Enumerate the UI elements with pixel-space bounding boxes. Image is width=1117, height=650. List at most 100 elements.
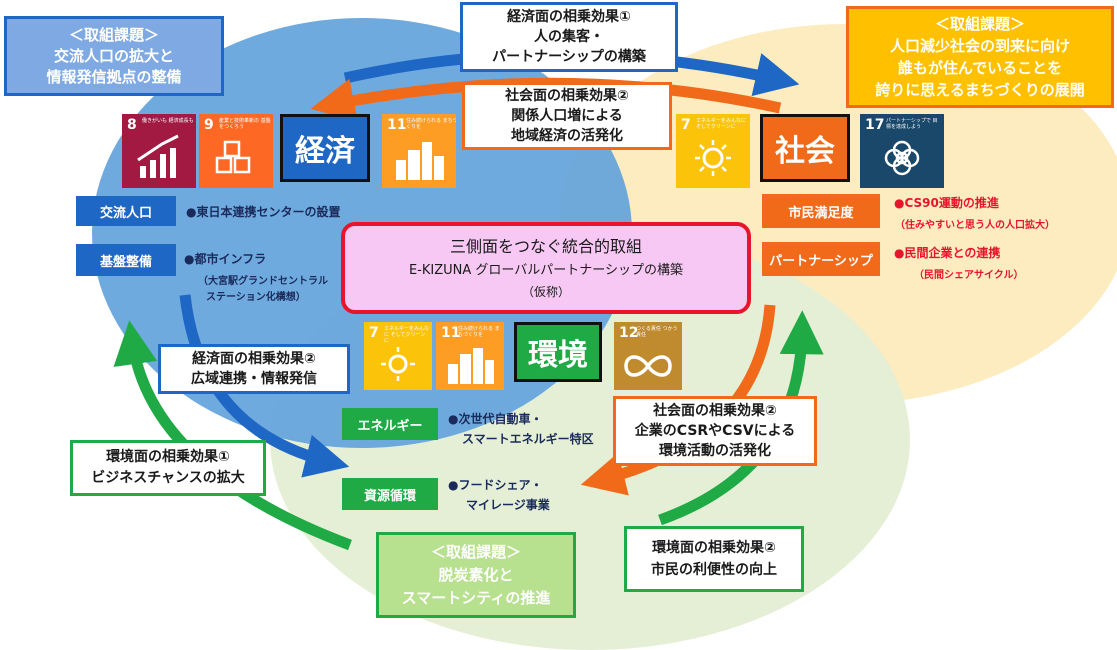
- infrastructure-sub-2: ステーション化構想）: [206, 292, 306, 303]
- economy-issue-line1: 交流人口の拡大と: [53, 46, 174, 65]
- soc-synergy-2-right-box: 社会面の相乗効果② 企業のCSRやCSVによる 環境活動の活発化: [613, 396, 817, 466]
- partnership-note: ●民間企業との連携: [894, 246, 1001, 260]
- environment-issue-line1: 脱炭素化と: [438, 565, 514, 584]
- env-synergy-2-line1: 環境面の相乗効果②: [652, 540, 776, 556]
- cubes-icon: [215, 140, 251, 174]
- sdg-goal-11-caption: 住み続けられる まちづくりを: [406, 118, 456, 130]
- partnership-label-text: パートナーシップ: [769, 253, 873, 269]
- environment-issue-title: ＜取組課題＞: [430, 542, 521, 561]
- partnership-label: パートナーシップ: [762, 242, 880, 276]
- sdg-goal-11-environment-icon: 11 住み続けられる まちづくりを: [436, 322, 504, 390]
- env-synergy-1-line1: 環境面の相乗効果①: [106, 449, 230, 465]
- citizen-satisfaction-label-text: 市民満足度: [788, 205, 854, 221]
- infrastructure-label: 基盤整備: [76, 244, 176, 276]
- sdg-goal-11-environment-caption: 住み続けられる まちづくりを: [458, 326, 500, 338]
- infinity-loop-icon: [624, 355, 672, 377]
- econ-synergy-2-line1: 経済面の相乗効果②: [192, 351, 316, 367]
- sdg-goal-12-icon: 12 つくる責任 つかう責任: [614, 322, 682, 390]
- resource-circulation-label: 資源循環: [342, 478, 438, 510]
- center-title: 三側面をつなぐ統合的取組: [449, 237, 642, 256]
- growth-chart-icon: [137, 134, 179, 178]
- society-issue-line2: 誰もが住んでいることを: [897, 59, 1063, 77]
- center-note: （仮称）: [521, 285, 570, 299]
- infrastructure-note: ●都市インフラ: [184, 252, 267, 266]
- economy-pillar-label: 経済: [295, 134, 355, 169]
- sdg-goal-9-number: 9: [204, 117, 214, 133]
- energy-label: エネルギー: [342, 408, 438, 440]
- sdg-goal-8-number: 8: [127, 117, 137, 133]
- society-issue-line1: 人口減少社会の到来に向け: [889, 37, 1070, 55]
- soc-synergy-2-top-line3: 地域経済の活発化: [511, 128, 623, 144]
- econ-synergy-2-box: 経済面の相乗効果② 広域連携・情報発信: [158, 344, 350, 394]
- integrated-initiative-box: 三側面をつなぐ統合的取組 E-KIZUNA グローバルパートナーシップの構築 （…: [341, 222, 751, 314]
- sdg-goal-17-number: 17: [865, 117, 885, 133]
- sdg-goal-7-environment-number: 7: [369, 325, 379, 341]
- resource-note-2: マイレージ事業: [466, 498, 550, 512]
- energy-label-text: エネルギー: [357, 418, 423, 434]
- society-pillar-badge: 社会: [760, 114, 850, 182]
- society-issue-box: ＜取組課題＞ 人口減少社会の到来に向け 誰もが住んでいることを 誇りに思えるまち…: [846, 6, 1114, 108]
- exchange-population-note: ●東日本連携センターの設置: [186, 205, 341, 219]
- econ-synergy-1-box: 経済面の相乗効果① 人の集客・ パートナーシップの構築: [460, 2, 678, 72]
- sdg-goal-7-environment-icon: 7 エネルギーをみんなに そしてクリーンに: [364, 322, 432, 390]
- citizen-satisfaction-note: ●CS90運動の推進: [894, 196, 999, 210]
- sdg-goal-17-icon: 17 パートナーシップで 目標を達成しよう: [860, 114, 944, 188]
- society-pillar-label: 社会: [775, 134, 835, 169]
- soc-synergy-2-top-line1: 社会面の相乗効果②: [505, 88, 629, 104]
- sun-power-icon: [695, 140, 731, 176]
- economy-issue-title: ＜取組課題＞: [68, 25, 159, 44]
- sdg-goal-9-caption: 産業と技術革新の 基盤をつくろう: [219, 118, 271, 130]
- exchange-population-label: 交流人口: [76, 196, 176, 226]
- resource-note-1: ●フードシェア・: [448, 478, 543, 492]
- economy-pillar-badge: 経済: [280, 114, 370, 182]
- buildings-icon: [396, 142, 444, 180]
- sdg-goal-11-number: 11: [387, 117, 407, 133]
- energy-note-1: ●次世代自動車・: [448, 412, 543, 426]
- sdg-goal-8-icon: 8 働きがいも 経済成長も: [122, 114, 196, 188]
- econ-synergy-2-line2: 広域連携・情報発信: [191, 371, 317, 387]
- sdg-goal-12-number: 12: [619, 325, 639, 341]
- sdg-goal-12-caption: つくる責任 つかう責任: [636, 326, 678, 338]
- env-synergy-1-line2: ビジネスチャンスの拡大: [91, 470, 245, 486]
- citizen-satisfaction-label: 市民満足度: [762, 194, 880, 228]
- society-issue-line3: 誇りに思えるまちづくりの展開: [875, 81, 1085, 99]
- sun-power-icon-2: [381, 347, 415, 381]
- soc-synergy-2-right-line1: 社会面の相乗効果②: [653, 403, 777, 419]
- partnership-rings-icon: [884, 140, 920, 176]
- environment-issue-box: ＜取組課題＞ 脱炭素化と スマートシティの推進: [376, 532, 576, 618]
- resource-circulation-label-text: 資源循環: [363, 488, 416, 504]
- energy-note-2: スマートエネルギー特区: [462, 432, 594, 446]
- infrastructure-label-text: 基盤整備: [99, 254, 152, 270]
- econ-synergy-1-line1: 経済面の相乗効果①: [507, 9, 631, 25]
- sdg-goal-7-society-number: 7: [681, 117, 691, 133]
- citizen-satisfaction-sub: （住みやすいと思う人の人口拡大）: [895, 220, 1055, 231]
- sdg-goal-11-icon: 11 住み続けられる まちづくりを: [382, 114, 456, 188]
- sdg-goal-11-environment-number: 11: [441, 325, 461, 341]
- arrow-econ-to-env: [179, 294, 350, 478]
- center-subtitle: E-KIZUNA グローバルパートナーシップの構築: [408, 263, 684, 278]
- society-issue-title: ＜取組課題＞: [934, 15, 1025, 33]
- economy-issue-box: ＜取組課題＞ 交流人口の拡大と 情報発信拠点の整備: [4, 16, 224, 96]
- env-synergy-2-box: 環境面の相乗効果② 市民の利便性の向上: [624, 526, 804, 592]
- econ-synergy-1-line3: パートナーシップの構築: [492, 49, 646, 65]
- sdg-goal-7-society-icon: 7 エネルギーをみんなに そしてクリーンに: [676, 114, 750, 188]
- soc-synergy-2-top-box: 社会面の相乗効果② 関係人口増による 地域経済の活発化: [462, 82, 672, 150]
- sdg-goal-7-society-caption: エネルギーをみんなに そしてクリーンに: [696, 118, 747, 130]
- sdg-goal-8-caption: 働きがいも 経済成長も: [142, 118, 194, 124]
- exchange-population-label-text: 交流人口: [99, 205, 152, 221]
- economy-issue-line2: 情報発信拠点の整備: [46, 67, 182, 86]
- sdg-goal-7-environment-caption: エネルギーをみんなに そしてクリーンに: [384, 326, 430, 344]
- econ-synergy-1-line2: 人の集客・: [534, 29, 604, 45]
- environment-pillar-badge: 環境: [514, 322, 602, 382]
- environment-pillar-label: 環境: [528, 338, 588, 373]
- partnership-sub: （民間シェアサイクル）: [914, 270, 1024, 281]
- env-synergy-1-box: 環境面の相乗効果① ビジネスチャンスの拡大: [70, 440, 266, 496]
- soc-synergy-2-right-line3: 環境活動の活発化: [659, 443, 771, 459]
- soc-synergy-2-top-line2: 関係人口増による: [511, 108, 623, 124]
- environment-issue-line2: スマートシティの推進: [401, 588, 551, 607]
- env-synergy-2-line2: 市民の利便性の向上: [651, 562, 777, 578]
- sdg-goal-9-icon: 9 産業と技術革新の 基盤をつくろう: [199, 114, 273, 188]
- sdg-goal-17-caption: パートナーシップで 目標を達成しよう: [886, 118, 938, 130]
- soc-synergy-2-right-line2: 企業のCSRやCSVによる: [634, 423, 796, 439]
- buildings-icon-2: [448, 348, 494, 384]
